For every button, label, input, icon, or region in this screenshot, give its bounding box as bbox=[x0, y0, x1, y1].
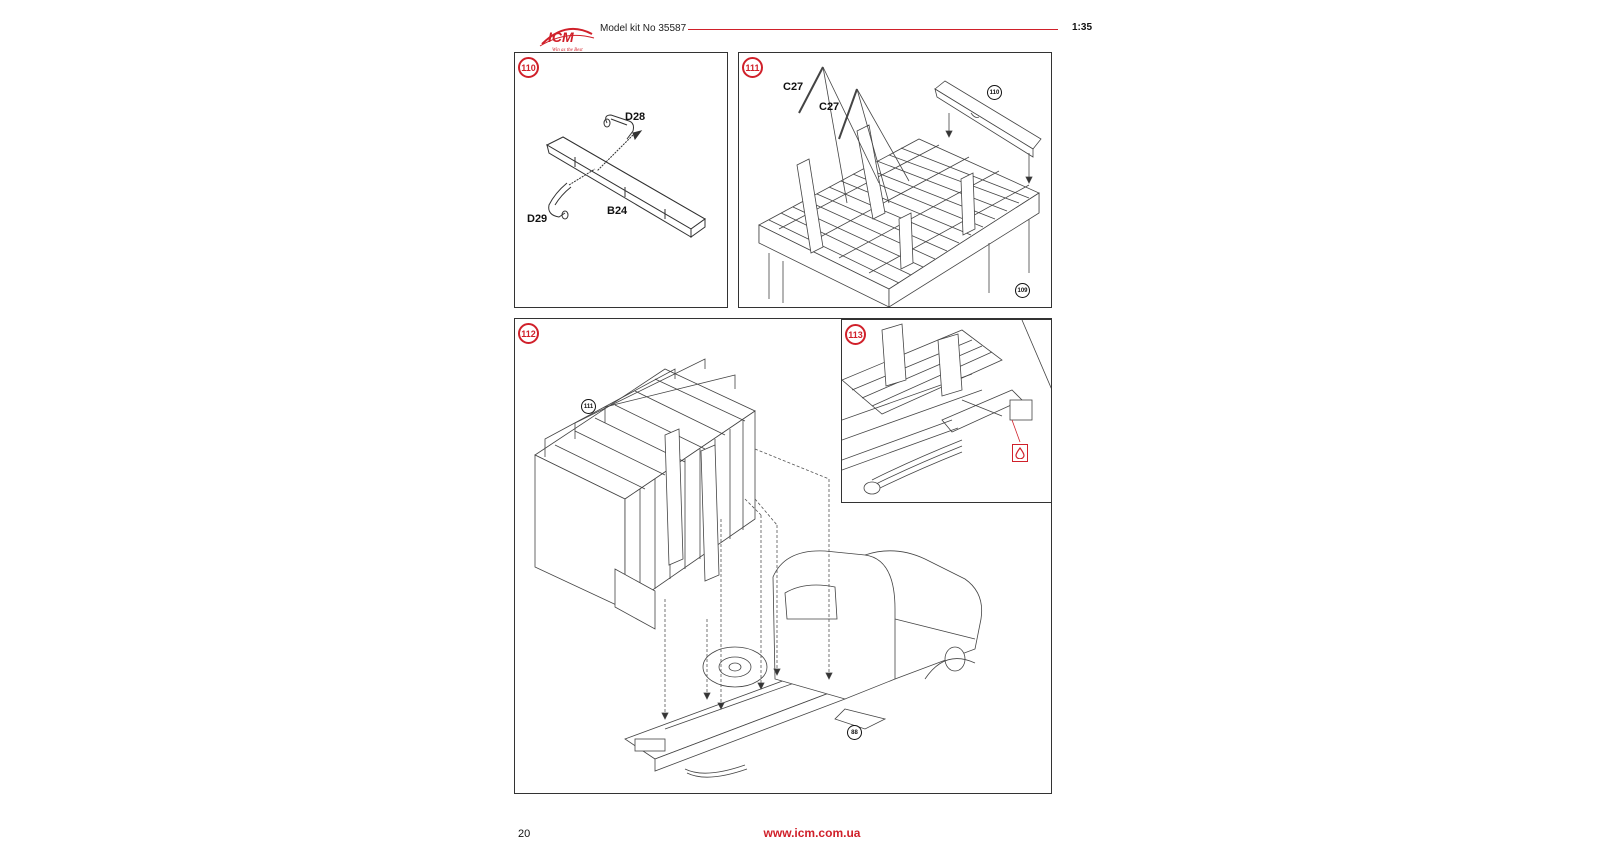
step-110-panel: 110 D28 D29 B24 bbox=[514, 52, 728, 308]
step-111-drawing bbox=[758, 66, 1042, 307]
part-label-c27-a: C27 bbox=[783, 81, 804, 93]
scale-label: 1:35 bbox=[1071, 22, 1092, 33]
step-111-panel: 111 C27 C27 110 109 bbox=[738, 52, 1052, 308]
ref-step-110-badge: 110 bbox=[987, 85, 1002, 100]
page-header: ICM Win as the Best Model kit No 35587 1… bbox=[532, 14, 1092, 54]
ref-step-88-badge: 88 bbox=[847, 725, 862, 740]
part-label-c27-b: C27 bbox=[819, 101, 840, 113]
logo-text: ICM bbox=[548, 29, 574, 45]
ref-step-111-badge: 111 bbox=[581, 399, 596, 414]
instruction-page: ICM Win as the Best Model kit No 35587 1… bbox=[514, 0, 1092, 850]
step-112-drawing bbox=[534, 358, 983, 778]
model-kit-title: Model kit No 35587 bbox=[600, 23, 687, 34]
step-110-badge: 110 bbox=[518, 57, 539, 78]
step-112-badge: 112 bbox=[518, 323, 539, 344]
header-divider bbox=[688, 29, 1058, 30]
step-111-badge: 111 bbox=[742, 57, 763, 78]
step-110-drawing bbox=[545, 114, 706, 238]
ref-step-109-badge: 109 bbox=[1015, 283, 1030, 298]
step-112-panel: 112 111 88 bbox=[514, 318, 1052, 794]
glue-drop-icon bbox=[1012, 444, 1028, 462]
icm-logo: ICM Win as the Best bbox=[536, 18, 598, 54]
part-label-d29: D29 bbox=[527, 213, 548, 225]
logo-tagline: Win as the Best bbox=[552, 48, 583, 53]
step-113-drawing bbox=[842, 320, 1051, 495]
step-113-badge: 113 bbox=[845, 324, 866, 345]
part-label-b24: B24 bbox=[607, 205, 628, 217]
website-link[interactable]: www.icm.com.ua bbox=[763, 826, 861, 840]
step-113-panel: 113 bbox=[841, 319, 1051, 503]
part-label-d28: D28 bbox=[625, 111, 646, 123]
page-number: 20 bbox=[518, 828, 531, 840]
